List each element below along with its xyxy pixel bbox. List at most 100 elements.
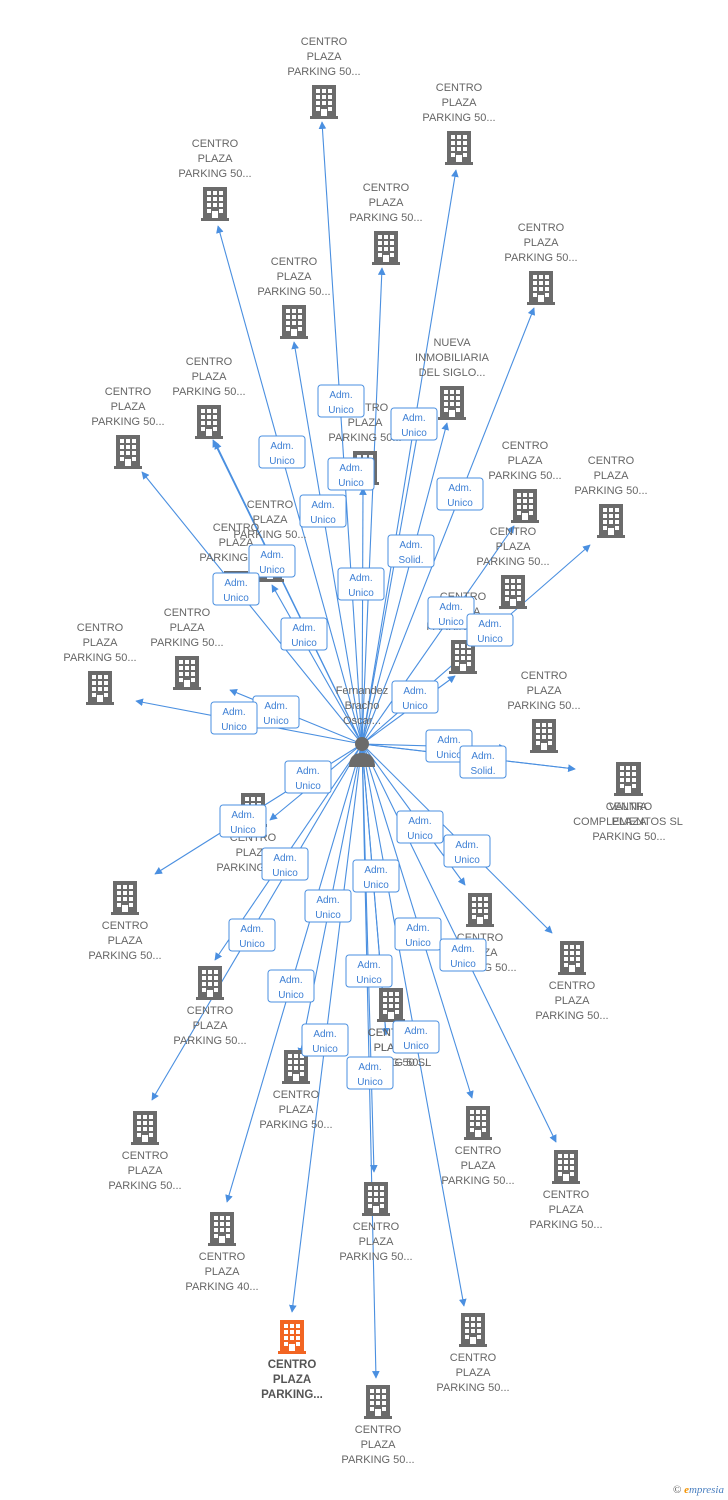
role-badge-text: Adm.	[224, 578, 247, 589]
role-badge[interactable]: Adm.Unico	[219, 804, 267, 838]
role-badge[interactable]: Adm.Unico	[427, 596, 475, 630]
node-label-line: CENTRO	[199, 1251, 246, 1263]
role-badge-box	[280, 617, 328, 651]
building-icon	[111, 881, 139, 915]
company-node-n35[interactable]: CENTROPLAZAPARKING...	[261, 1320, 323, 1401]
role-badge[interactable]: Adm.Unico	[284, 760, 332, 794]
role-badge[interactable]: Adm.Unico	[352, 859, 400, 893]
role-badge[interactable]: Adm.Unico	[301, 1023, 349, 1057]
role-badge[interactable]: Adm.Unico	[466, 613, 514, 647]
building-icon	[377, 988, 405, 1022]
role-badge[interactable]: Adm.Unico	[345, 954, 393, 988]
role-badge[interactable]: Adm.Unico	[210, 701, 258, 735]
role-badge[interactable]: Adm.Solid.	[459, 745, 507, 779]
edge-n37	[361, 419, 423, 745]
brand-name: mpresia	[688, 1484, 724, 1496]
role-badge[interactable]: Adm.Unico	[394, 917, 442, 951]
role-badge[interactable]: Adm.Unico	[280, 617, 328, 651]
role-badge[interactable]: Adm.Unico	[439, 938, 487, 972]
role-badge-box	[327, 457, 375, 491]
role-badge-text: Adm.	[313, 1029, 336, 1040]
center-person-node[interactable]: FernandezBrachoOscar...	[336, 685, 389, 767]
role-badge-text: Unico	[363, 880, 389, 891]
role-badge[interactable]: Adm.Unico	[436, 477, 484, 511]
role-badge[interactable]: Adm.Unico	[228, 918, 276, 952]
role-badge[interactable]: Adm. Unico	[261, 847, 309, 881]
role-badge[interactable]: Adm.Unico	[327, 457, 375, 491]
role-badge-text: Adm.	[279, 975, 302, 986]
node-label-line: NUEVA	[433, 337, 471, 349]
node-label-line: PARKING 50...	[574, 485, 647, 497]
role-badge[interactable]: Adm.Unico	[390, 407, 438, 441]
role-badge-box	[301, 1023, 349, 1057]
role-badge-text: Unico	[272, 868, 298, 879]
role-badge-text: Adm.	[311, 500, 334, 511]
role-badge[interactable]: Adm. Unico	[299, 494, 347, 528]
building-icon	[86, 671, 114, 705]
role-badge[interactable]: Adm.Unico	[248, 544, 296, 578]
role-badge-text: Adm.	[273, 853, 296, 864]
node-label-line: PARKING 50...	[257, 286, 330, 298]
role-badge[interactable]: Adm.Unico	[346, 1056, 394, 1090]
building-icon	[173, 656, 201, 690]
role-badge[interactable]: Adm.Unico	[212, 572, 260, 606]
role-badge[interactable]: Adm.Unico	[337, 567, 385, 601]
role-badge-text: Adm.	[316, 895, 339, 906]
role-badge-text: Adm.	[329, 390, 352, 401]
role-badge[interactable]: Adm.Unico	[443, 834, 491, 868]
node-label-line: PLAZA	[524, 237, 560, 249]
role-badge[interactable]: Adm.Unico	[392, 1020, 440, 1054]
node-label-line: CENTRO	[518, 222, 565, 234]
role-badge-box	[392, 1020, 440, 1054]
node-label-line: PLAZA	[348, 417, 384, 429]
role-badge[interactable]: Adm.Unico	[252, 695, 300, 729]
role-badge[interactable]: Adm.Unico	[317, 384, 365, 418]
role-badge-box	[258, 435, 306, 469]
role-badge[interactable]: Adm.Solid.	[387, 534, 435, 568]
role-badge-text: Unico	[310, 515, 336, 526]
building-icon	[466, 893, 494, 927]
role-badge[interactable]: Adm.Unico	[258, 435, 306, 469]
role-badge[interactable]: Adm.Unico	[391, 680, 439, 714]
node-label-line: CENTRO	[102, 920, 149, 932]
node-label-line: PLAZA	[456, 1367, 492, 1379]
building-icon	[464, 1106, 492, 1140]
role-badge-text: Unico	[438, 617, 464, 628]
node-label-line: CENTRO	[549, 980, 596, 992]
node-label-line: PARKING 50...	[172, 386, 245, 398]
role-badge[interactable]: Adm.Unico	[304, 889, 352, 923]
role-badge[interactable]: Adm.Unico	[267, 969, 315, 1003]
person-label-line: Oscar...	[343, 715, 381, 727]
role-badge[interactable]: Adm.Unico	[396, 810, 444, 844]
